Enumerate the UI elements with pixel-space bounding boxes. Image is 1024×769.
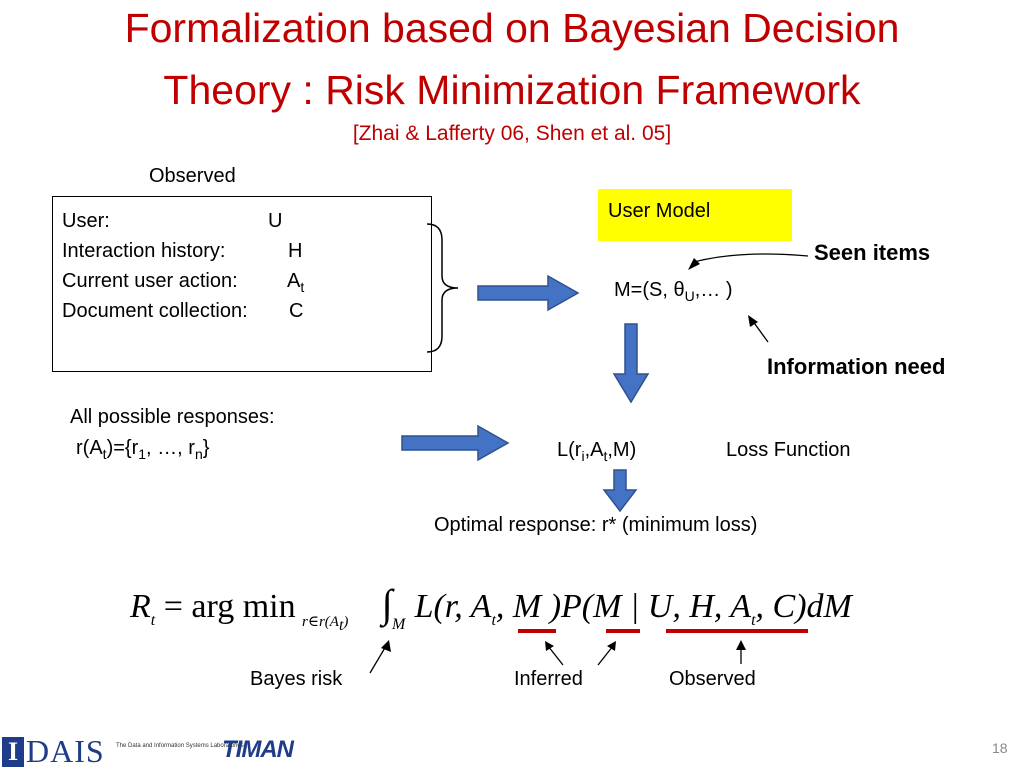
loss-sub-t: t [603,448,608,464]
row-history-label: Interaction history: [62,240,226,262]
info-need-arrowhead [748,315,758,327]
loss-prefix: L(r [557,439,582,461]
resp-sub-t: t [102,446,107,462]
row-collection-label: Document collection: [62,300,248,322]
title-line-2: Theory : Risk Minimization Framework [163,67,861,113]
row-user: User: U [62,209,282,233]
resp-sub-1: 1 [138,446,147,462]
resp-prefix: r(A [76,437,103,459]
row-action: Current user action: At [62,269,304,295]
row-action-value: A [287,270,301,292]
theta-symbol: θ [673,279,685,301]
inferred-label: Inferred [514,668,583,690]
arrow-responses-to-loss [401,424,510,462]
dais-logo: I DAIS The Data and Information Systems … [0,731,244,769]
curly-brace [426,223,459,353]
information-need-label: Information need [767,354,946,379]
formula-body-2-sub: t [751,611,756,629]
resp-sub-n: n [194,446,203,462]
loss-sub-i: i [581,448,585,464]
row-action-sub: t [300,279,305,295]
model-suffix: ,… ) [694,279,733,301]
model-prefix: M=(S, [614,279,674,301]
argmin-sub-1: r∈r(A [302,614,339,630]
observed-arrowhead [736,640,746,650]
loss-mid: ,A [584,439,604,461]
theta-sub: U [684,288,695,304]
loss-end: ,M) [607,439,637,461]
resp-mid: )={r [106,437,139,459]
arrow-to-model [477,274,580,312]
dais-logo-i: I [2,737,24,767]
resp-end: } [202,437,210,459]
optimal-response: Optimal response: r* (minimum loss) [434,514,758,536]
formula-body-1: L(r, A [414,588,492,625]
responses-line-1: All possible responses: [70,406,275,428]
user-model-formula: M=(S, θU,… ) [614,278,732,308]
row-history-value: H [288,240,303,262]
bayes-risk-arrowhead [381,640,391,652]
dais-logo-text: DAIS [26,733,105,769]
formula-lhs: R [130,588,151,625]
observed-heading: Observed [149,165,236,187]
page-number: 18 [992,740,1008,756]
formula-body-1-sub: t [491,611,496,629]
seen-items-arrow [693,253,809,263]
row-user-value: U [268,210,283,232]
row-collection: Document collection: C [62,299,303,323]
inferred-arrow-right [597,645,614,666]
arrow-down-to-optimal [602,469,638,513]
row-user-label: User: [62,210,110,232]
user-model-box: User Model [598,189,792,241]
inferred-arrowhead-left [545,641,554,651]
formula-argmin-sub: r∈r(At) [302,612,348,635]
resp-mid2: , …, r [146,437,195,459]
formula-integral: ∫ [381,581,393,626]
responses-line-2: r(At)={r1, …, rn} [76,436,209,466]
observed-label-bottom: Observed [669,668,756,690]
loss-expression: L(ri,At,M) [557,438,636,468]
row-collection-value: C [289,300,304,322]
arrow-down-to-loss [612,323,650,404]
bayes-risk-label: Bayes risk [250,668,343,690]
argmin-sub-end: ) [343,614,349,630]
bayes-risk-arrow [369,645,387,674]
loss-function-label: Loss Function [726,439,851,461]
formula-lhs-sub: t [150,611,156,629]
title-line-1: Formalization based on Bayesian Decision [124,5,900,51]
timan-logo: TIMAN [222,736,294,763]
dais-logo-caption: The Data and Information Systems Laborat… [116,743,244,749]
row-action-label: Current user action: [62,270,238,292]
observed-box [52,196,432,372]
formula-body-3: , C)dM [755,588,852,625]
inferred-arrowhead-right [607,641,616,651]
inferred-arrow-left [547,645,564,666]
argmin-sub-t: t [338,617,344,634]
row-history: Interaction history: H [62,239,302,263]
formula-body-2: , M )P(M | U, H, A [495,588,752,625]
seen-items-label: Seen items [814,240,931,265]
formula-argmin: = arg min [155,588,296,625]
seen-items-arrowhead [688,258,700,270]
bayes-risk-formula: Rt = arg min∫L(r, At, M )P(M | U, H, At,… [130,580,852,640]
citation: [Zhai & Lafferty 06, Shen et al. 05] [352,122,672,145]
formula-integral-sub: M [392,616,406,633]
